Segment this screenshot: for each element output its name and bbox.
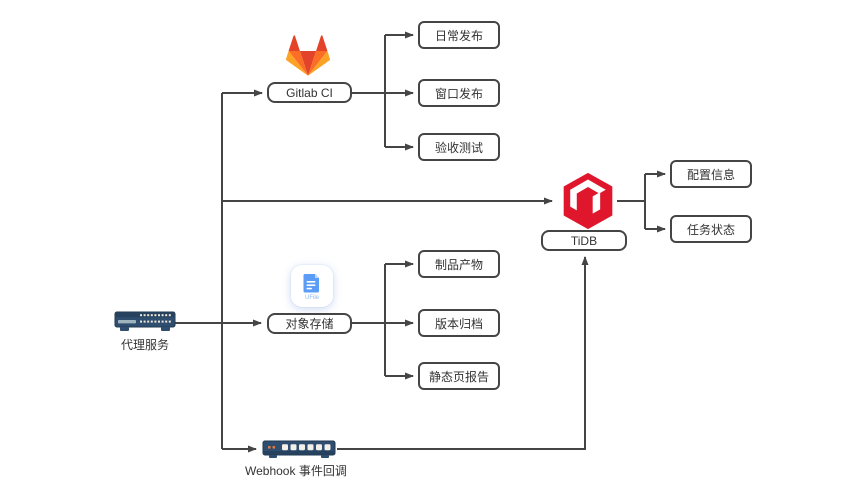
tidb-logo-icon[interactable] [559,172,617,230]
node-static-page-report-label: 静态页报告 [428,369,489,384]
document-icon [303,273,319,292]
router-icon[interactable] [113,309,177,335]
network-switch-icon[interactable] [261,439,337,459]
ufile-icon-text: UFile [304,294,319,301]
node-gitlab-ci[interactable]: Gitlab CI [267,82,352,103]
node-acceptance-test[interactable]: 验收测试 [418,133,500,161]
node-version-archive-label: 版本归档 [434,316,483,331]
node-daily-release[interactable]: 日常发布 [418,21,500,49]
node-object-storage-label: 对象存储 [285,317,334,331]
node-acceptance-test-label: 验收测试 [434,140,483,155]
node-object-storage[interactable]: 对象存储 [267,313,352,334]
webhook-label: Webhook 事件回调 [245,464,347,478]
ufile-icon[interactable]: UFile [291,265,333,307]
node-tidb-label: TiDB [570,233,598,248]
node-config-info[interactable]: 配置信息 [670,160,752,188]
proxy-server-label: 代理服务 [120,338,169,352]
node-gitlab-ci-label: Gitlab CI [286,85,333,100]
node-daily-release-label: 日常发布 [434,28,483,43]
node-artifact-output-label: 制品产物 [434,257,483,272]
node-window-release[interactable]: 窗口发布 [418,79,500,107]
node-task-status[interactable]: 任务状态 [670,215,752,243]
node-config-info-label: 配置信息 [686,167,735,182]
node-version-archive[interactable]: 版本归档 [418,309,500,337]
node-task-status-label: 任务状态 [686,222,735,237]
node-static-page-report[interactable]: 静态页报告 [418,362,500,390]
node-window-release-label: 窗口发布 [434,86,483,101]
node-tidb[interactable]: TiDB [541,230,627,251]
gitlab-logo-icon[interactable] [286,33,330,79]
node-artifact-output[interactable]: 制品产物 [418,250,500,278]
